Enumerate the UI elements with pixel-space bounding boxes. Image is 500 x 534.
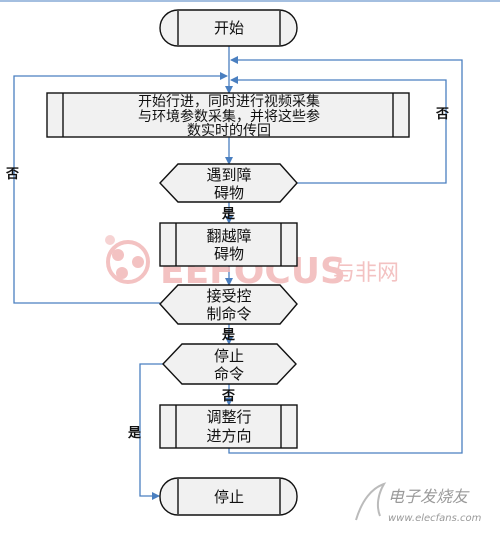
decision-obstacle: 遇到障 碍物 [159,163,298,203]
start-label: 开始 [214,19,244,37]
end-terminal: 停止 [159,477,298,516]
connector-lines [13,46,463,500]
elecfans-logo-icon [355,482,387,521]
process-adjust-line-2: 进方向 [206,427,251,445]
process-cross-line-1: 翻越障 [206,227,251,245]
edge-command-no-loop [13,72,228,304]
edge-label-command-yes: 是 [221,328,236,343]
elecfans-watermark: 电子发烧友 www.elecfans.com [355,482,482,524]
edge-label-command-no: 否 [5,167,19,182]
process1-line-1: 开始行进，同时进行视频采集 [138,93,320,110]
watermark-logo-suffix: 与非网 [333,261,399,286]
decision-obstacle-line-1: 遇到障 [206,166,251,184]
process-adjust-line-1: 调整行 [206,408,251,426]
edge-label-obstacle-yes: 是 [221,207,236,222]
process1-line-2: 与环境参数采集，并将这些参 [138,108,320,125]
process-adjust-direction: 调整行 进方向 [159,404,298,449]
edge-label-stop-no: 否 [221,389,235,404]
decision-stop: 停止 命令 [162,343,297,385]
decision-stop-line-1: 停止 [214,347,244,365]
decision-stop-line-2: 命令 [214,365,244,383]
decision-obstacle-line-2: 碍物 [214,184,244,202]
decision-command-line-2: 制命令 [206,305,251,323]
end-label: 停止 [214,488,244,506]
process-start-moving: 开始行进，同时进行视频采集 与环境参数采集，并将这些参 数实时的传回 [46,92,410,139]
watermark-site-cn: 电子发烧友 [388,487,470,506]
eefocus-logo-icon [105,235,150,284]
decision-command-line-1: 接受控 [206,287,251,305]
process-cross-obstacle: 翻越障 碍物 [159,222,298,267]
process-cross-line-2: 碍物 [214,245,244,263]
edge-label-stop-yes: 是 [127,426,142,441]
edge-label-obstacle-no: 否 [435,107,449,122]
edge-obstacle-no-loop [230,76,447,184]
decision-command: 接受控 制命令 [159,284,298,325]
edge-adjust-loop [228,56,463,454]
watermark-site-url: www.elecfans.com [388,513,482,524]
process1-line-3: 数实时的传回 [187,123,271,139]
edge-stop-yes [139,363,163,500]
start-terminal: 开始 [159,9,298,47]
